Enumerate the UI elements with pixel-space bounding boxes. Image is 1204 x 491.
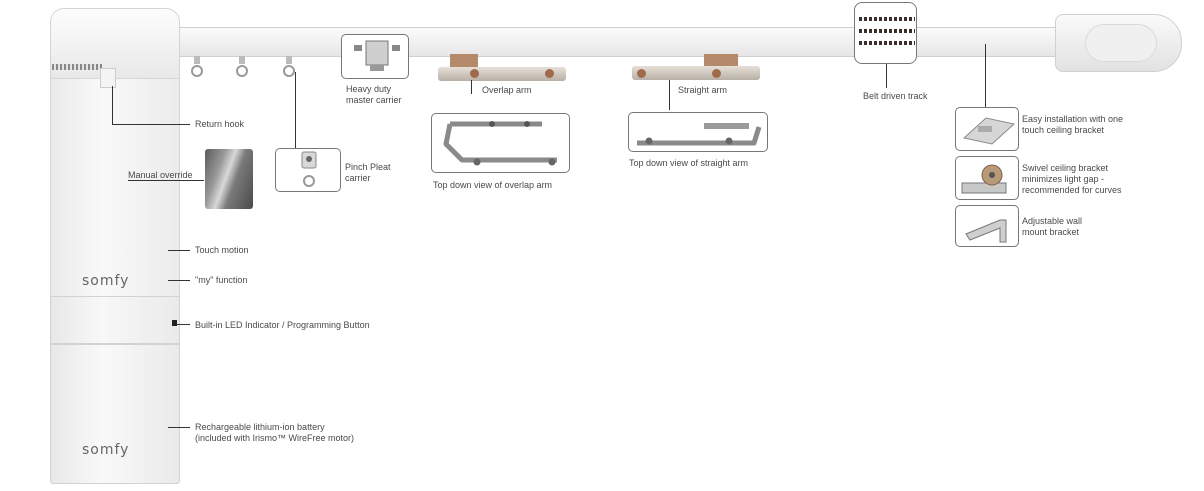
straight-arm-screw [637, 69, 646, 78]
led-label: Built-in LED Indicator / Programming But… [195, 320, 370, 330]
touch-motion-label: Touch motion [195, 245, 249, 255]
pinch-pleat-carrier-icon [301, 151, 317, 187]
somfy-logo-top: somfy [82, 273, 130, 289]
led-indicator [172, 320, 177, 326]
swivel-bracket-box [955, 156, 1019, 200]
manual-override-label: Manual override [128, 170, 193, 180]
return-hook-label: Return hook [195, 119, 245, 129]
motor-label-strip [52, 64, 102, 70]
ceiling-bracket-icon [962, 117, 1016, 145]
master-carrier-icon [354, 40, 400, 71]
return-hook-tab [100, 68, 116, 88]
ring-icon [191, 65, 203, 77]
straight-arm-topdown-icon [637, 123, 762, 146]
pinch-pleat-rings [191, 56, 295, 77]
my-function-leader [168, 280, 190, 281]
straight-arm-screw [712, 69, 721, 78]
pinch-pleat-box [275, 148, 341, 192]
overlap-arm-topdown-icon [443, 121, 557, 166]
straight-topdown-box [628, 112, 768, 152]
my-function-label: "my" function [195, 275, 248, 285]
wall-bracket-icon [965, 219, 1007, 243]
straight-topdown-label: Top down view of straight arm [629, 158, 749, 168]
ring-icon [283, 65, 295, 77]
heavy-duty-carrier-box [341, 34, 409, 79]
overlap-arm-leader [471, 80, 472, 94]
swivel-bracket-icon [961, 164, 1007, 194]
touch-motion-leader [168, 250, 190, 251]
battery-leader [168, 427, 190, 428]
wall-bracket-box [955, 205, 1019, 247]
belt-track-label: Belt driven track [863, 91, 928, 101]
somfy-logo-bottom: somfy [82, 442, 130, 458]
straight-arm-leader [669, 80, 670, 110]
straight-arm-hanger [704, 54, 738, 68]
overlap-topdown-box [431, 113, 570, 173]
track-end-cap-inner [1085, 24, 1157, 62]
motor-body [50, 78, 180, 298]
straight-arm-label: Straight arm [678, 85, 728, 95]
motor-segment [50, 296, 180, 344]
belt-icon [859, 17, 915, 45]
bracket-leader [985, 44, 986, 108]
battery-pack [50, 344, 180, 484]
battery-label: Rechargeable lithium-ion battery(include… [195, 422, 355, 443]
manual-override-photo [205, 149, 253, 209]
led-leader [177, 324, 190, 325]
curtain-track [150, 27, 1077, 57]
overlap-topdown-label: Top down view of overlap arm [433, 180, 553, 190]
overlap-arm-screw [545, 69, 554, 78]
belt-track-leader [886, 64, 887, 88]
overlap-arm-label: Overlap arm [482, 85, 532, 95]
overlap-arm-screw [470, 69, 479, 78]
return-hook-leader-h [112, 124, 190, 125]
easy-install-box [955, 107, 1019, 151]
return-hook-leader-v [112, 86, 113, 124]
pinch-pleat-leader [295, 72, 296, 148]
manual-override-leader [128, 180, 204, 181]
ring-icon [236, 65, 248, 77]
belt-track-box [854, 2, 917, 64]
overlap-arm-hanger [450, 54, 478, 68]
straight-arm-bar [632, 66, 760, 80]
